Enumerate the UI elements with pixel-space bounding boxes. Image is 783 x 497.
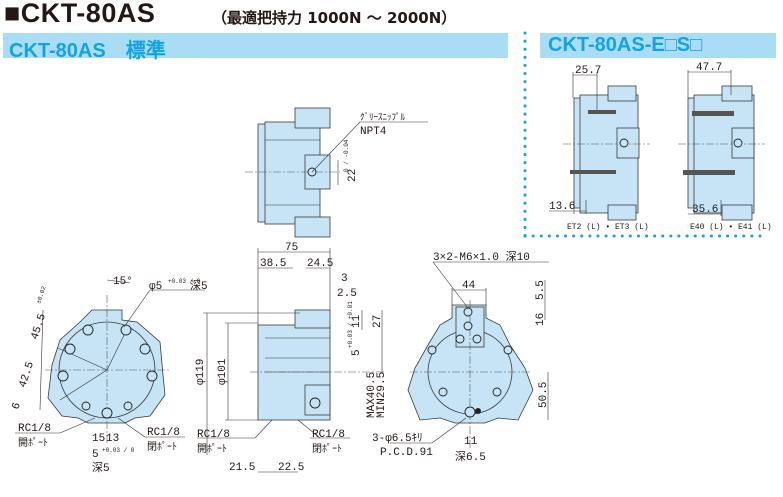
dim-label: 44 <box>462 280 476 292</box>
grease-nipple-label: ｸﾞﾘｰｽﾆｯﾌﾟﾙ <box>360 112 406 123</box>
standard-section-label: CKT-80AS 標準 <box>9 40 166 62</box>
tolerance-label: +0.03 / +0.01 <box>347 301 354 348</box>
dim-label: 38.5 <box>260 258 286 270</box>
port-label: RC1/8 <box>18 423 51 435</box>
angle-label: 15° <box>113 276 133 288</box>
dim-label: 50.5 <box>538 382 550 408</box>
front-view-right: 3×2-M6×1.0 深10 44 5.5 16 50.5 3-φ6.5ｷﾘ P… <box>372 250 550 464</box>
standard-section-header: CKT-80AS 標準 <box>3 33 508 62</box>
tolerance-label: +0.03 / 0 <box>102 447 135 454</box>
dim-label: 11 <box>464 436 478 448</box>
dim-label: 42.5 <box>17 360 37 389</box>
dim-label: 11 <box>351 314 363 328</box>
dim-label: 3 <box>341 273 348 285</box>
port-sub-label: 開ﾎﾟｰﾄ <box>18 437 48 450</box>
option-section-header: CKT-80AS-E□S□ <box>540 33 776 58</box>
port-sub-label: 開ﾎﾟｰﾄ <box>197 443 227 456</box>
page-title: ■CKT-80AS <box>4 0 156 28</box>
dim-label: φ101 <box>217 358 229 385</box>
option-left-caption: ET2 (L) • ET3 (L) <box>567 223 649 232</box>
option-left-view: 25.7 13.6 ET2 (L) • ET3 (L) <box>549 65 650 232</box>
stroke-max-label: MAX40.5 <box>366 372 378 418</box>
dim-label: 5 <box>92 449 99 461</box>
tolerance-label: ±0.02 <box>35 285 47 305</box>
dim-label: 2.5 <box>337 288 357 300</box>
pcd-label: P.C.D.91 <box>380 447 433 459</box>
depth-label: 深5 <box>190 279 208 293</box>
option-section-label: CKT-80AS-E□S□ <box>548 34 703 56</box>
tolerance-label: +0.03 / 0 <box>168 278 201 285</box>
dim-label: φ119 <box>195 359 207 385</box>
dim-label: 13.6 <box>549 201 575 213</box>
front-view-left: 15° φ5 +0.03 / 0 深5 45.5 ±0.02 42.5 6 RC… <box>10 276 207 475</box>
dim-label: 13 <box>106 433 119 445</box>
dim-label: 21.5 <box>229 462 255 474</box>
port-label: RC1/8 <box>312 429 345 441</box>
dim-label: 16 <box>535 313 547 326</box>
option-right-caption: E40 (L) • E41 (L) <box>690 223 772 232</box>
holes-label: 3-φ6.5ｷﾘ <box>372 432 423 445</box>
dim-label: 25.7 <box>575 65 601 77</box>
depth-label: 深5 <box>92 461 110 475</box>
stroke-min-label: MIN29.5 <box>376 372 388 418</box>
dim-label: 22.5 <box>278 462 304 474</box>
option-right-view: 47.7 35.6 E40 (L) • E41 (L) <box>678 62 772 232</box>
grease-thread-label: NPT4 <box>360 126 387 138</box>
dim-label: 47.7 <box>696 62 722 74</box>
dim-label: 5 <box>351 349 363 356</box>
page-subtitle: （最適把持力 1000N ～ 2000N） <box>212 9 457 27</box>
dim-label: 27 <box>372 315 384 328</box>
dim-label: 45.5 <box>29 312 49 341</box>
port-sub-label: 閉ﾎﾟｰﾄ <box>312 443 342 456</box>
dim-label: φ5 <box>149 281 162 293</box>
side-view: 75 38.5 24.5 3 2.5 11 27 5 +0.03 / +0.01… <box>195 242 388 474</box>
dim-label: 22 <box>347 169 359 182</box>
dim-label: 6 <box>10 401 23 411</box>
dim-label: 75 <box>285 242 298 254</box>
port-label: RC1/8 <box>147 427 180 439</box>
dim-label: 24.5 <box>307 258 333 270</box>
dim-label: 5.5 <box>535 280 547 300</box>
port-sub-label: 閉ﾎﾟｰﾄ <box>147 441 177 454</box>
depth-label: 深6.5 <box>455 450 486 464</box>
dim-label: 35.6 <box>692 204 718 216</box>
dim-label: 15 <box>92 433 105 445</box>
port-label: RC1/8 <box>197 429 230 441</box>
top-view: ｸﾞﾘｰｽﾆｯﾌﾟﾙ NPT4 22 0 / -0.04 <box>245 107 428 238</box>
thread-spec-label: 3×2-M6×1.0 深10 <box>433 250 530 264</box>
tolerance-label: 0 / -0.04 <box>343 139 350 172</box>
